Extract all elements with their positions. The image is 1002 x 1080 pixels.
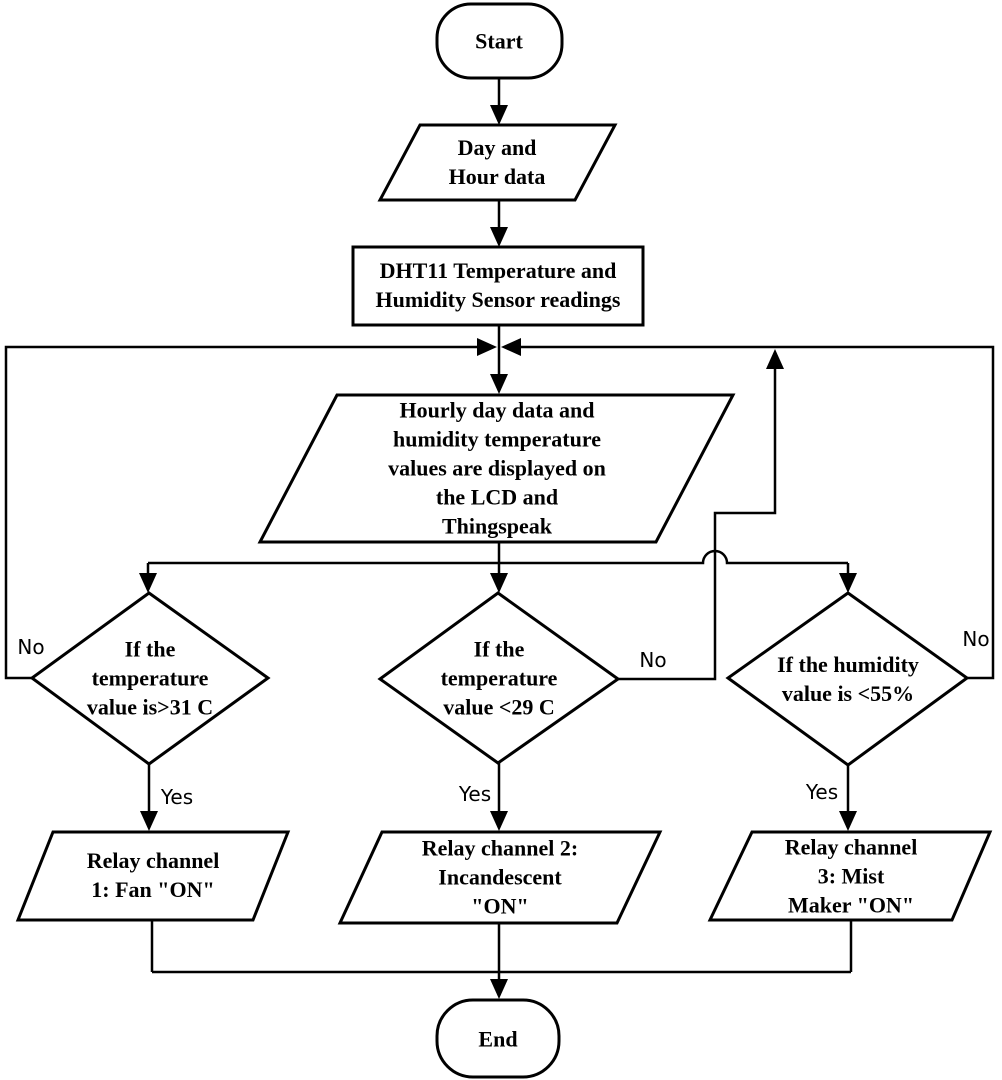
temp-high-yes-label: Yes [160,785,194,809]
arrowhead-into-display [490,374,508,394]
end-node-label: End [478,1026,518,1052]
arrowhead-right-no-junction [501,338,521,356]
arrowhead-into-dht11 [490,227,508,247]
edge-temp-high-no-loop [4,345,490,680]
end-node-shape [435,998,561,1079]
arrowhead-into-temp-high [139,573,157,593]
arrowhead-into-day-hour [490,105,508,125]
humidity-decision-shape [725,591,970,767]
dht11-process-label: DHT11 Temperature and Humidity Sensor re… [375,258,621,312]
day-hour-input-shape [377,123,618,202]
temp-low-decision-shape [377,591,621,765]
relay2-output-label: Relay channel 2: Incandescent "ON" [421,835,579,919]
temp-low-decision-label: If the temperature value <29 C [440,636,558,720]
edge-branch-horizontal [148,549,848,565]
temp-high-no-label: No [17,635,45,659]
relay2-output-shape [337,830,663,925]
arrowhead-into-relay3 [839,811,857,831]
arrowhead-into-end [490,979,508,999]
temp-low-yes-label: Yes [458,782,492,806]
arrowhead-into-relay1 [140,811,158,831]
edge-temp-low-no-loop [617,352,777,681]
humidity-yes-label: Yes [805,780,839,804]
dht11-process-shape [351,245,645,327]
relay1-output-shape [15,830,291,922]
temp-high-decision-shape [29,591,271,766]
start-node-shape [435,2,564,80]
arrowhead-into-humidity [839,573,857,593]
arrowhead-left-no-junction [477,338,497,356]
edge-humidity-no-loop [506,345,995,680]
display-output-label: Hourly day data and humidity temperature… [388,397,606,539]
arrowhead-into-relay2 [490,811,508,831]
relay3-output-label: Relay channel 3: Mist Maker "ON" [784,834,918,918]
humidity-decision-label: If the humidity value is <55% [777,652,919,706]
relay1-output-label: Relay channel 1: Fan "ON" [86,848,220,902]
arrowhead-into-temp-low [490,573,508,593]
start-node-label: Start [475,28,523,54]
humidity-no-label: No [962,627,990,651]
day-hour-input-label: Day and Hour data [448,135,546,189]
relay3-output-shape [707,830,993,922]
arrowhead-temp-low-no-up [766,349,784,369]
display-output-shape [257,393,736,544]
temp-high-decision-label: If the temperature value is>31 C [86,636,214,720]
temp-low-no-label: No [639,648,667,672]
